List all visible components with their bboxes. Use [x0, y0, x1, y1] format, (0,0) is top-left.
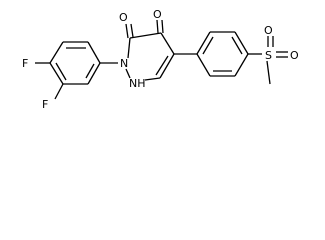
- atom-label-o-left: O: [119, 11, 128, 24]
- molecule-drawing: O O N NH F F S O O: [22, 8, 299, 111]
- bond-c4-c5: [160, 32, 175, 55]
- bond-left-ring-1: [87, 41, 101, 64]
- bond-right-ring-4: [234, 53, 249, 77]
- bond-left-ring-6: [87, 62, 101, 85]
- bond-s-methyl: [266, 60, 271, 85]
- atom-labels: O O N NH F F S O O: [22, 8, 299, 111]
- bond-left-ring-inner-c: [85, 63, 95, 79]
- bond-c4-o: [156, 19, 159, 34]
- atom-label-o-sulfonyl-right: O: [290, 49, 299, 62]
- bond-c5-c6-inner: [155, 55, 169, 76]
- bond-c3-c4: [129, 32, 162, 39]
- methylsulfonylphenyl-ring: [174, 31, 288, 85]
- pyridazinone-ring: [125, 19, 175, 81]
- atom-label-f-bottom: F: [42, 98, 48, 111]
- atom-label-s: S: [265, 49, 272, 62]
- difluorophenyl-ring: [35, 41, 118, 100]
- chemical-structure-canvas: O O N NH F F S O O: [22, 8, 299, 111]
- bond-right-ring-6: [196, 53, 211, 77]
- bond-left-ring-3: [49, 41, 64, 64]
- bond-right-ring-inner-b: [231, 36, 243, 55]
- bond-right-ring-3: [234, 31, 249, 55]
- atom-label-n2: N: [120, 57, 128, 70]
- bond-right-ring-1: [196, 31, 211, 55]
- atom-label-o-right: O: [153, 8, 162, 21]
- bond-c4-o-second: [161, 19, 164, 34]
- bond-right-ring-inner-a: [202, 36, 214, 55]
- bond-c3-o: [125, 23, 129, 39]
- atom-label-f-top: F: [22, 57, 28, 70]
- bond-left-ring-4: [49, 62, 64, 85]
- bond-c6-n1: [144, 77, 161, 81]
- bond-c-f-bottom: [54, 83, 64, 100]
- bond-c5-c6: [159, 53, 175, 79]
- bond-n2-c3: [127, 37, 131, 59]
- bond-left-ring-inner-b: [55, 62, 67, 81]
- bond-n1-n2: [125, 68, 131, 79]
- atom-label-o-sulfonyl-top: O: [264, 24, 273, 37]
- bond-c3-o-second: [130, 23, 134, 38]
- atom-label-nh: NH: [129, 77, 146, 90]
